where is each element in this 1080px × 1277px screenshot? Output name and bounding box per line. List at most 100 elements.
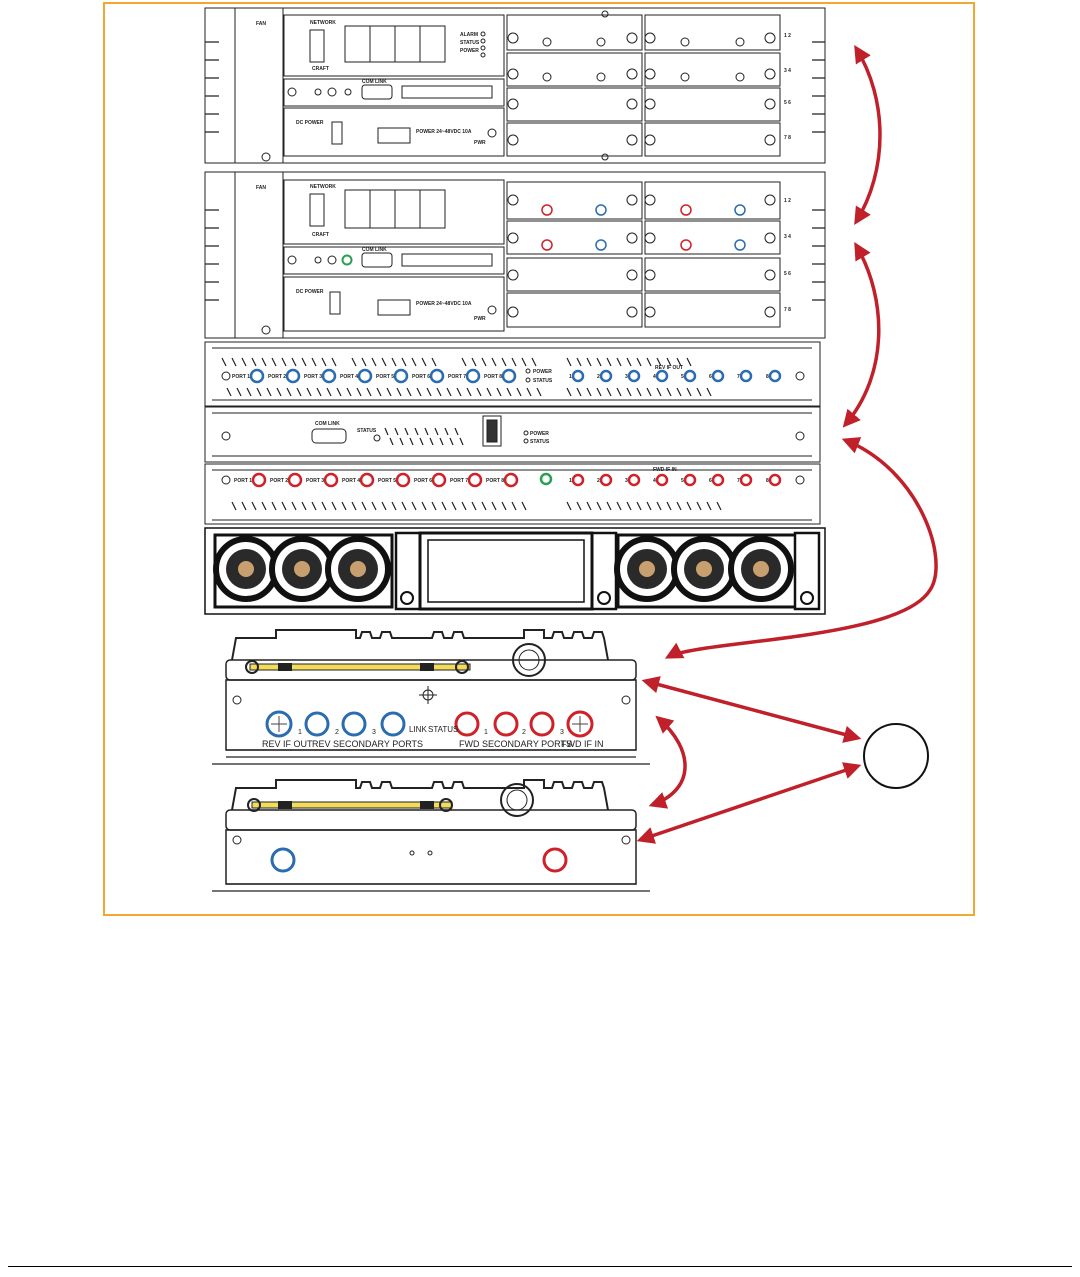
fwd-num-8: 8 (766, 478, 769, 484)
remote-rev-num-3: 3 (372, 729, 376, 736)
remote-fwd-num-1: 1 (484, 729, 488, 736)
fwd-num-5: 5 (681, 478, 684, 484)
rev-power-label: POWER (533, 369, 552, 375)
rev-port-5-label: PORT 5 (376, 374, 394, 380)
slot-label-2-5-6: 5 6 (784, 271, 791, 277)
rev-status-label: STATUS (533, 378, 553, 384)
slot-label-2-3-4: 3 4 (784, 234, 791, 240)
network-label-2: NETWORK (310, 184, 336, 190)
fwd-port-1-label: PORT 1 (234, 478, 252, 484)
fwd-port-5-label: PORT 5 (378, 478, 396, 484)
remote-fwd-secondary-label: FWD SECONDARY PORTS (459, 739, 572, 749)
dc-power-label-2: DC POWER (296, 289, 324, 295)
remote-unit-1 (212, 629, 650, 765)
rev-port-6-label: PORT 6 (412, 374, 430, 380)
pwr-label-2: PWR (474, 316, 486, 322)
rev-rf-panel (204, 341, 821, 407)
arrow-remote1-to-remote2 (648, 715, 687, 809)
rev-num-4: 4 (653, 374, 656, 380)
com-link-label-2: COM LINK (362, 247, 387, 253)
dc-power-label: DC POWER (296, 120, 324, 126)
remote-unit-1-ports (265, 710, 594, 738)
rev-num-8: 8 (766, 374, 769, 380)
rev-port-8-label: PORT 8 (484, 374, 502, 380)
slot-label-3-4: 3 4 (784, 68, 791, 74)
rev-num-7: 7 (737, 374, 740, 380)
fan-label-2: FAN (256, 185, 266, 191)
fwd-num-1: 1 (569, 478, 572, 484)
rev-port-7-label: PORT 7 (448, 374, 466, 380)
fwd-port-8-label: PORT 8 (486, 478, 504, 484)
craft-label: CRAFT (312, 66, 329, 72)
fwd-port-3-label: PORT 3 (306, 478, 324, 484)
remote-rev-num-2: 2 (335, 729, 339, 736)
arrow-remote1-to-hub (641, 676, 862, 743)
remote-fwd-if-in-label: FWD IF IN (561, 739, 604, 749)
remote-rev-secondary-label: REV SECONDARY PORTS (312, 739, 423, 749)
remote-rev-if-out-label: REV IF OUT (262, 739, 313, 749)
remote-fwd-num-2: 2 (522, 729, 526, 736)
arrow-chassis2-to-controller (842, 241, 881, 428)
remote-unit-2-ports (270, 847, 568, 873)
power-rating-label-2: POWER 24~48VDC 10A (416, 301, 472, 307)
slot-label-7-8: 7 8 (784, 135, 791, 141)
fwd-rf-panel (204, 463, 821, 525)
rev-num-5: 5 (681, 374, 684, 380)
remote-unit-2 (212, 779, 650, 892)
controller-com-link-label: COM LINK (315, 421, 340, 427)
rev-port-3-label: PORT 3 (304, 374, 322, 380)
rev-port-2-label: PORT 2 (268, 374, 286, 380)
slot-label-2-1-2: 1 2 (784, 198, 791, 204)
slot-label-1-2: 1 2 (784, 33, 791, 39)
chassis-second-ports (541, 204, 746, 251)
hub-circle (863, 723, 929, 789)
arrow-controller-to-remote (664, 437, 938, 659)
rev-num-3: 3 (625, 374, 628, 380)
pwr-label: PWR (474, 140, 486, 146)
craft-label-2: CRAFT (312, 232, 329, 238)
arrow-chassis1-to-chassis2 (854, 45, 882, 225)
status-alarm: ALARM (460, 32, 478, 38)
fwd-port-2-label: PORT 2 (270, 478, 288, 484)
fwd-num-3: 3 (625, 478, 628, 484)
controller-panel (204, 406, 821, 463)
rev-port-1-label: PORT 1 (232, 374, 250, 380)
controller-status-led-label: STATUS (530, 439, 550, 445)
rev-num-1: 1 (569, 374, 572, 380)
network-label: NETWORK (310, 20, 336, 26)
rev-num-2: 2 (597, 374, 600, 380)
fwd-num-7: 7 (737, 478, 740, 484)
com-link-label: COM LINK (362, 79, 387, 85)
slot-label-2-7-8: 7 8 (784, 307, 791, 313)
remote-rev-num-1: 1 (298, 729, 302, 736)
remote-unit-2-coax (247, 798, 453, 812)
fan-label: FAN (256, 21, 266, 27)
remote-fwd-num-3: 3 (560, 729, 564, 736)
remote-unit-1-coax (245, 660, 471, 674)
slot-label-5-6: 5 6 (784, 100, 791, 106)
fwd-num-2: 2 (597, 478, 600, 484)
remote-link-label: LINK (409, 725, 427, 734)
diagram-frame (103, 2, 975, 916)
controller-power-label: POWER (530, 431, 549, 437)
controller-status-label: STATUS (357, 428, 377, 434)
status-power: POWER (460, 48, 479, 54)
power-rating-label: POWER 24~48VDC 10A (416, 129, 472, 135)
chassis-second (204, 171, 826, 339)
fwd-port-6-label: PORT 6 (414, 478, 432, 484)
connection-arrows (636, 45, 938, 844)
fwd-if-in-label: FWD IF IN (653, 467, 677, 473)
arrow-remote2-to-hub (636, 762, 862, 844)
footer-rule (8, 1266, 1072, 1267)
rev-num-6: 6 (709, 374, 712, 380)
fwd-port-4-label: PORT 4 (342, 478, 360, 484)
fwd-port-7-label: PORT 7 (450, 478, 468, 484)
status-status: STATUS (460, 40, 480, 46)
fwd-num-6: 6 (709, 478, 712, 484)
chassis-top (204, 7, 826, 164)
fwd-num-4: 4 (653, 478, 656, 484)
rev-port-4-label: PORT 4 (340, 374, 358, 380)
rev-if-out-label: REV IF OUT (655, 365, 683, 371)
remote-status-label: STATUS (428, 725, 458, 734)
